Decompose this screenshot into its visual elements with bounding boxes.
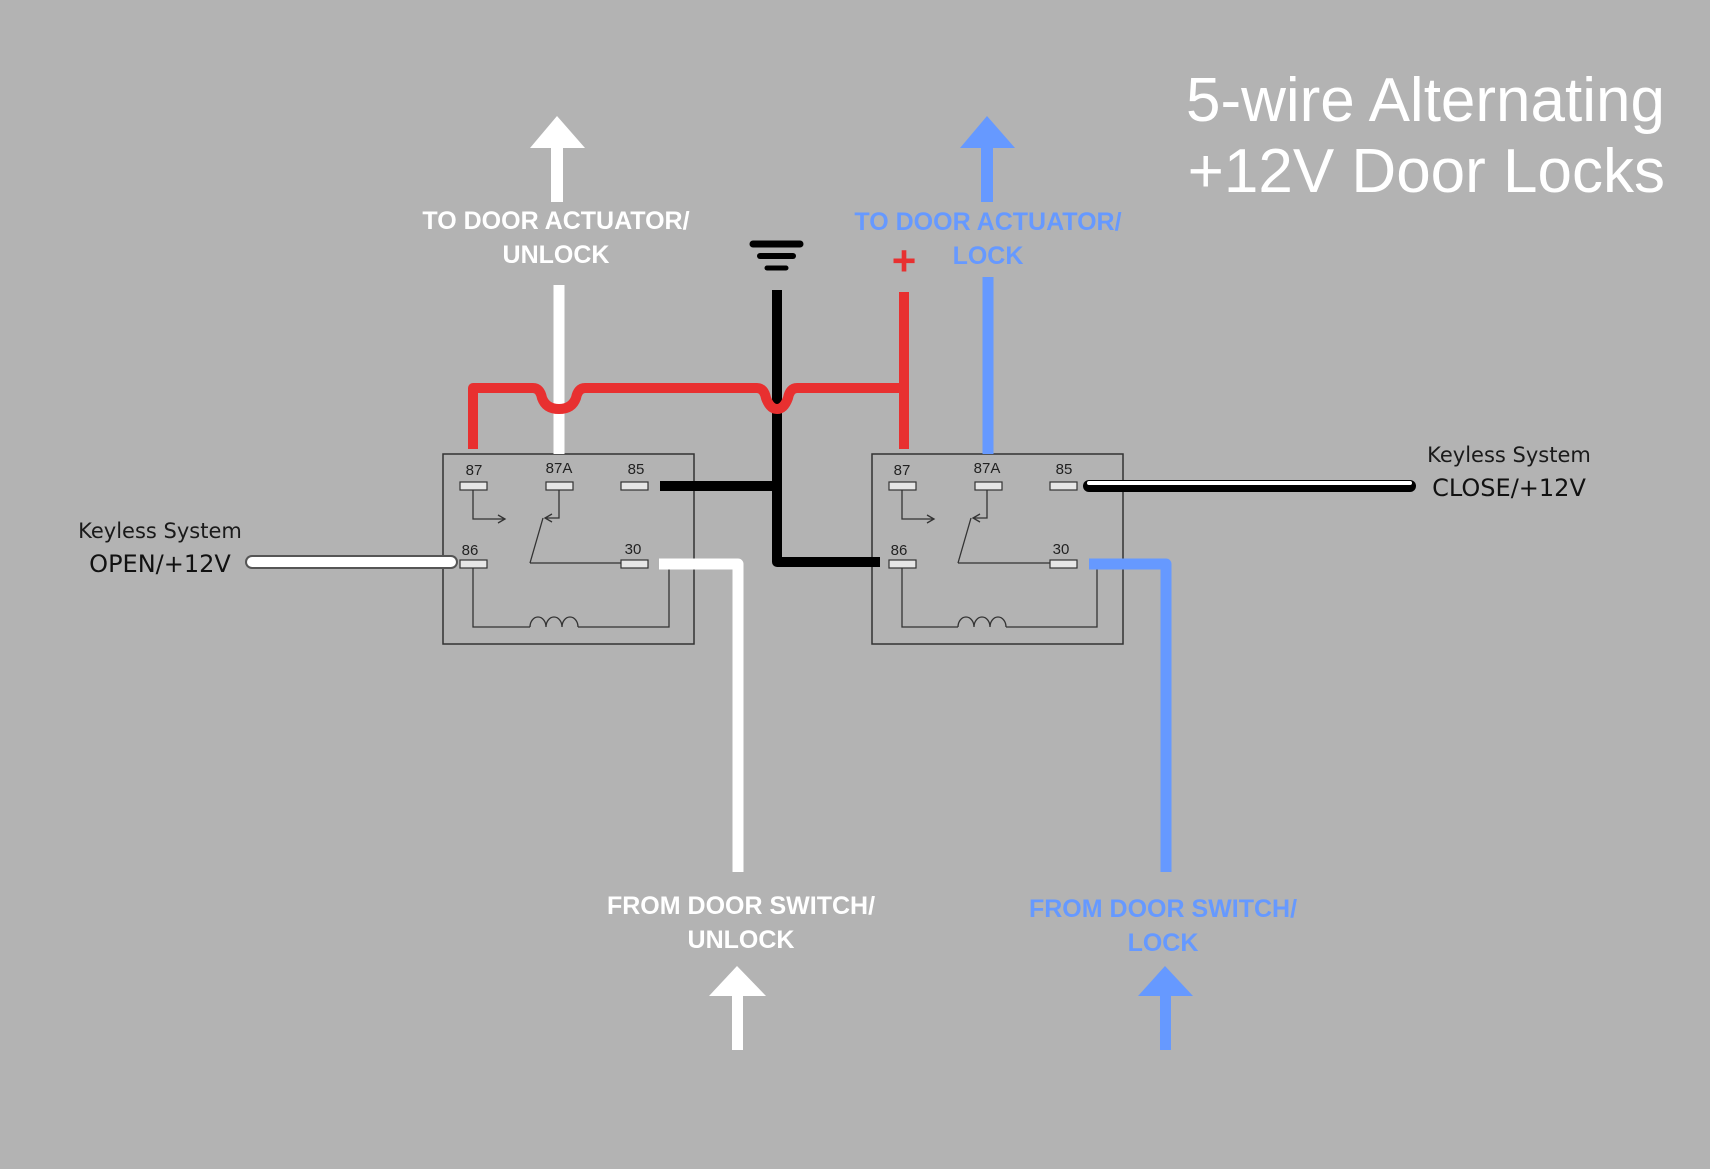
title-line-2: +12V Door Locks [1188, 137, 1665, 206]
wire-12v-bus [468, 383, 903, 449]
wire-switch-unlock [659, 558, 744, 872]
svg-text:Keyless System: Keyless System [1427, 443, 1591, 467]
label-switch-unlock: FROM DOOR SWITCH/ UNLOCK [607, 892, 875, 954]
relay-terminals [888, 481, 1078, 569]
svg-text:LOCK: LOCK [1128, 929, 1199, 957]
relay-lock: 87 87A 85 86 30 [871, 453, 1124, 645]
svg-text:UNLOCK: UNLOCK [688, 926, 795, 954]
svg-text:FROM DOOR SWITCH/: FROM DOOR SWITCH/ [607, 892, 875, 920]
svg-text:LOCK: LOCK [953, 242, 1024, 270]
svg-text:Keyless System: Keyless System [78, 519, 242, 543]
pin-86-label: 86 [462, 542, 479, 559]
up-arrow-icon [960, 116, 1015, 202]
wire-keyless-close [1083, 480, 1416, 492]
relay-internal-schematic [472, 490, 670, 628]
pin-30-label: 30 [1053, 541, 1070, 558]
label-keyless-open: Keyless System OPEN/+12V [78, 519, 242, 578]
ground-symbol-icon [749, 240, 804, 271]
pin-87-label: 87 [894, 462, 911, 479]
wire-switch-lock [1089, 558, 1172, 872]
up-arrow-icon [530, 116, 585, 202]
relay-internal-schematic [901, 490, 1098, 628]
label-actuator-unlock: TO DOOR ACTUATOR/ UNLOCK [422, 207, 689, 269]
label-switch-lock: FROM DOOR SWITCH/ LOCK [1029, 895, 1297, 957]
pin-87-label: 87 [466, 462, 483, 479]
relay-terminals [459, 481, 649, 569]
pin-85-label: 85 [628, 461, 645, 478]
svg-text:OPEN/+12V: OPEN/+12V [89, 550, 231, 578]
svg-text:TO DOOR ACTUATOR/: TO DOOR ACTUATOR/ [422, 207, 689, 235]
svg-text:UNLOCK: UNLOCK [503, 241, 610, 269]
label-keyless-close: Keyless System CLOSE/+12V [1427, 443, 1591, 502]
svg-text:CLOSE/+12V: CLOSE/+12V [1432, 474, 1586, 502]
title-line-1: 5-wire Alternating [1186, 66, 1665, 135]
relay-unlock: 87 87A 85 86 30 [442, 453, 695, 645]
svg-text:TO DOOR ACTUATOR/: TO DOOR ACTUATOR/ [854, 208, 1121, 236]
relay-body [442, 453, 695, 645]
up-arrow-icon [1138, 966, 1193, 1050]
label-actuator-lock: TO DOOR ACTUATOR/ LOCK [854, 208, 1121, 270]
wire-ground [772, 290, 880, 567]
pin-87a-label: 87A [546, 460, 573, 477]
relay-body [871, 453, 1124, 645]
pin-86-label: 86 [891, 542, 908, 559]
svg-text:FROM DOOR SWITCH/: FROM DOOR SWITCH/ [1029, 895, 1297, 923]
pin-87a-label: 87A [974, 460, 1001, 477]
pin-85-label: 85 [1056, 461, 1073, 478]
plus-sign: + [892, 237, 917, 284]
up-arrow-icon [709, 966, 766, 1050]
pin-30-label: 30 [625, 541, 642, 558]
